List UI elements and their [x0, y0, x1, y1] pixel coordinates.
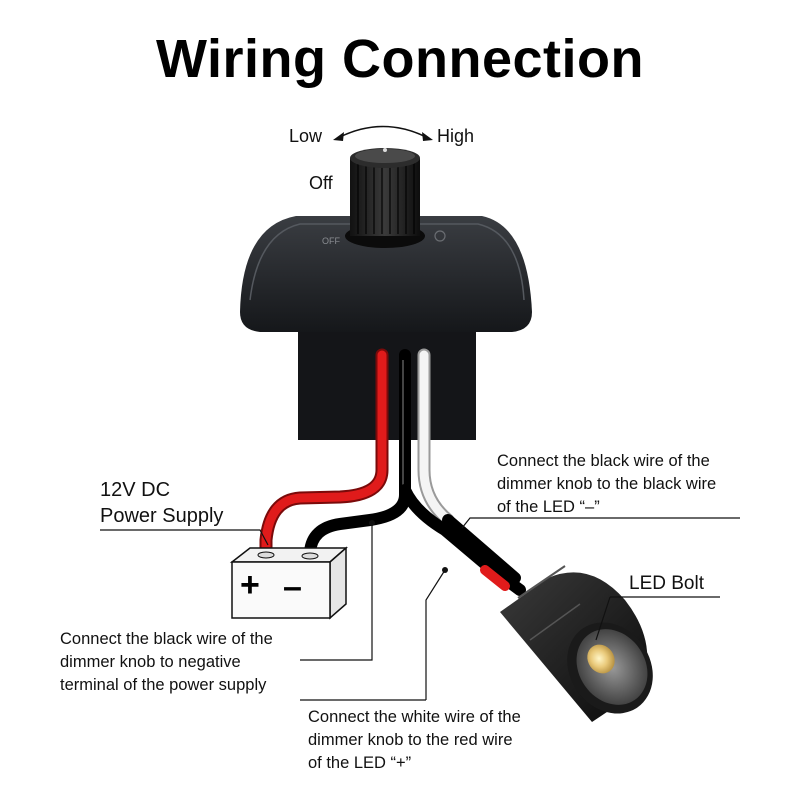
note-line: dimmer knob to the red wire [308, 731, 513, 749]
high-label: High [437, 126, 475, 146]
white-wire [417, 348, 455, 527]
led-bolt [500, 565, 653, 722]
page-title: Wiring Connection [156, 29, 644, 89]
power-supply-terminal-block [229, 546, 348, 620]
note-line: dimmer knob to the black wire [497, 475, 717, 493]
terminal-minus: – [283, 568, 302, 606]
power-supply-line-2: Power Supply [100, 505, 224, 527]
power-supply-label: 12V DC Power Supply [100, 477, 223, 529]
note-line: of the LED “–” [497, 498, 600, 516]
terminal-plus: + [240, 566, 260, 604]
dimmer-knob[interactable] [345, 148, 425, 248]
note-line: dimmer knob to negative [60, 653, 241, 671]
note-line: Connect the white wire of the [308, 708, 521, 726]
off-label: Off [309, 173, 333, 193]
dimmer-faceplate [240, 216, 532, 332]
svg-text:OFF: OFF [322, 236, 340, 246]
note-black-to-supply: Connect the black wire of the dimmer kno… [60, 628, 273, 697]
led-bolt-label: LED Bolt [629, 573, 704, 594]
note-line: Connect the black wire of the [60, 630, 273, 648]
rotation-arrow-icon [333, 125, 433, 141]
leader-lines [100, 517, 740, 701]
black-wire-led [399, 484, 526, 596]
note-line: of the LED “+” [308, 754, 412, 772]
black-wire-supply [304, 349, 411, 568]
red-wire [259, 348, 389, 565]
note-white-to-led: Connect the white wire of the dimmer kno… [308, 706, 521, 775]
power-supply-line-1: 12V DC [100, 479, 171, 501]
low-label: Low [289, 126, 323, 146]
note-line: Connect the black wire of the [497, 452, 710, 470]
leader-dots [369, 520, 448, 573]
note-line: terminal of the power supply [60, 676, 267, 694]
note-black-to-led: Connect the black wire of the dimmer kno… [497, 450, 716, 519]
